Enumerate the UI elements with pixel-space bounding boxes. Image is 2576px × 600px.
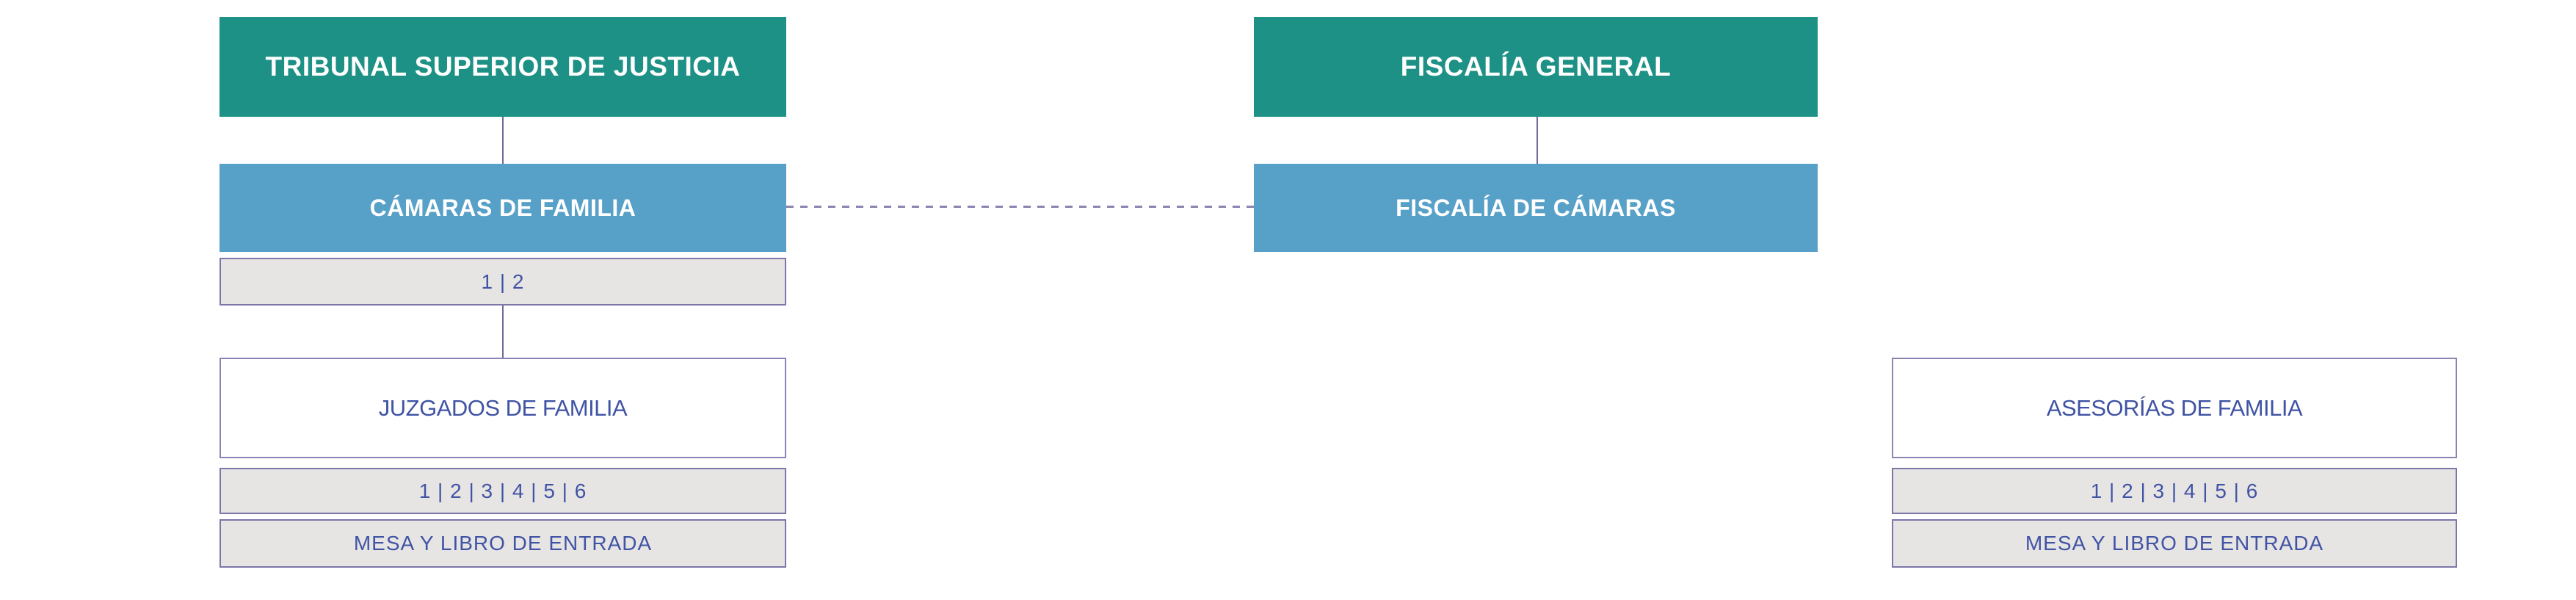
juzgados-mesa-entrada-box: MESA Y LIBRO DE ENTRADA bbox=[219, 519, 786, 568]
asesorias-mesa-entrada-box: MESA Y LIBRO DE ENTRADA bbox=[1892, 519, 2457, 568]
asesorias-numbers-box: 1 | 2 | 3 | 4 | 5 | 6 bbox=[1892, 468, 2457, 514]
camaras-numbers-box: 1 | 2 bbox=[219, 258, 786, 306]
asesorias-familia-box: ASESORÍAS DE FAMILIA bbox=[1892, 358, 2457, 458]
fiscalia-camaras-box: FISCALÍA DE CÁMARAS bbox=[1254, 164, 1818, 252]
connector-fiscalia-general-camaras bbox=[1536, 117, 1538, 164]
connector-tribunal-camaras bbox=[502, 117, 504, 164]
fiscalia-general-box: FISCALÍA GENERAL bbox=[1254, 17, 1818, 117]
juzgados-numbers-box: 1 | 2 | 3 | 4 | 5 | 6 bbox=[219, 468, 786, 514]
connector-camaras-juzgados bbox=[502, 306, 504, 358]
juzgados-familia-box: JUZGADOS DE FAMILIA bbox=[219, 358, 786, 458]
tribunal-superior-box: TRIBUNAL SUPERIOR DE JUSTICIA bbox=[219, 17, 786, 117]
camaras-familia-box: CÁMARAS DE FAMILIA bbox=[219, 164, 786, 252]
connector-dashed-camaras-fiscalia bbox=[786, 206, 1254, 208]
